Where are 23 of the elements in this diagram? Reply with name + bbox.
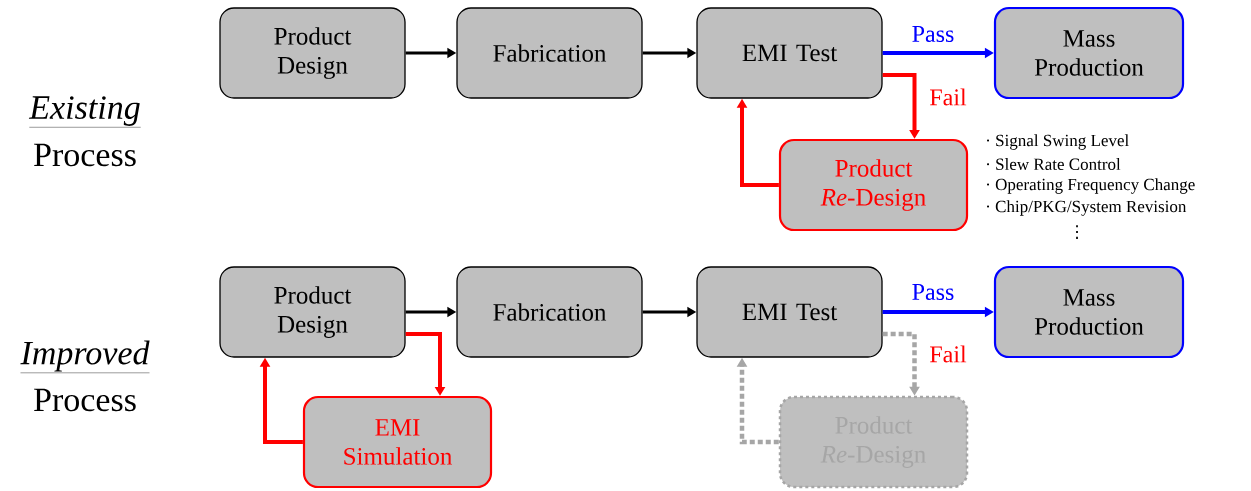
- process-box: Mass Production: [993, 265, 1185, 359]
- bullet-item: · Signal Swing Level: [987, 134, 1129, 150]
- section-title: Process: [34, 388, 136, 412]
- process-box: Product Design: [219, 266, 406, 358]
- process-box: Fabrication: [456, 7, 643, 99]
- section-title: Improved: [20, 340, 150, 373]
- bullet-item: · Operating Frequency Change: [987, 178, 1195, 194]
- process-box: Product Design: [219, 7, 406, 99]
- edge-label: Fail: [928, 87, 968, 107]
- bullet-item: · Slew Rate Control: [987, 158, 1121, 170]
- ellipsis: ⋮: [1076, 225, 1078, 239]
- bullet-item: · Chip/PKG/System Revision: [987, 200, 1187, 216]
- process-box: EMI Test: [696, 7, 883, 99]
- process-box: Product Re-Design: [778, 138, 969, 232]
- edge-label: Fail: [928, 344, 968, 364]
- process-box: Fabrication: [456, 266, 643, 358]
- section-title: Existing: [28, 96, 141, 128]
- section-title: Process: [34, 143, 136, 167]
- process-box: EMI Simulation: [302, 395, 493, 489]
- edge-label: Pass: [910, 25, 956, 43]
- process-box: Mass Production: [993, 6, 1185, 100]
- edge-label: Pass: [910, 283, 956, 301]
- process-box: EMI Test: [696, 266, 883, 358]
